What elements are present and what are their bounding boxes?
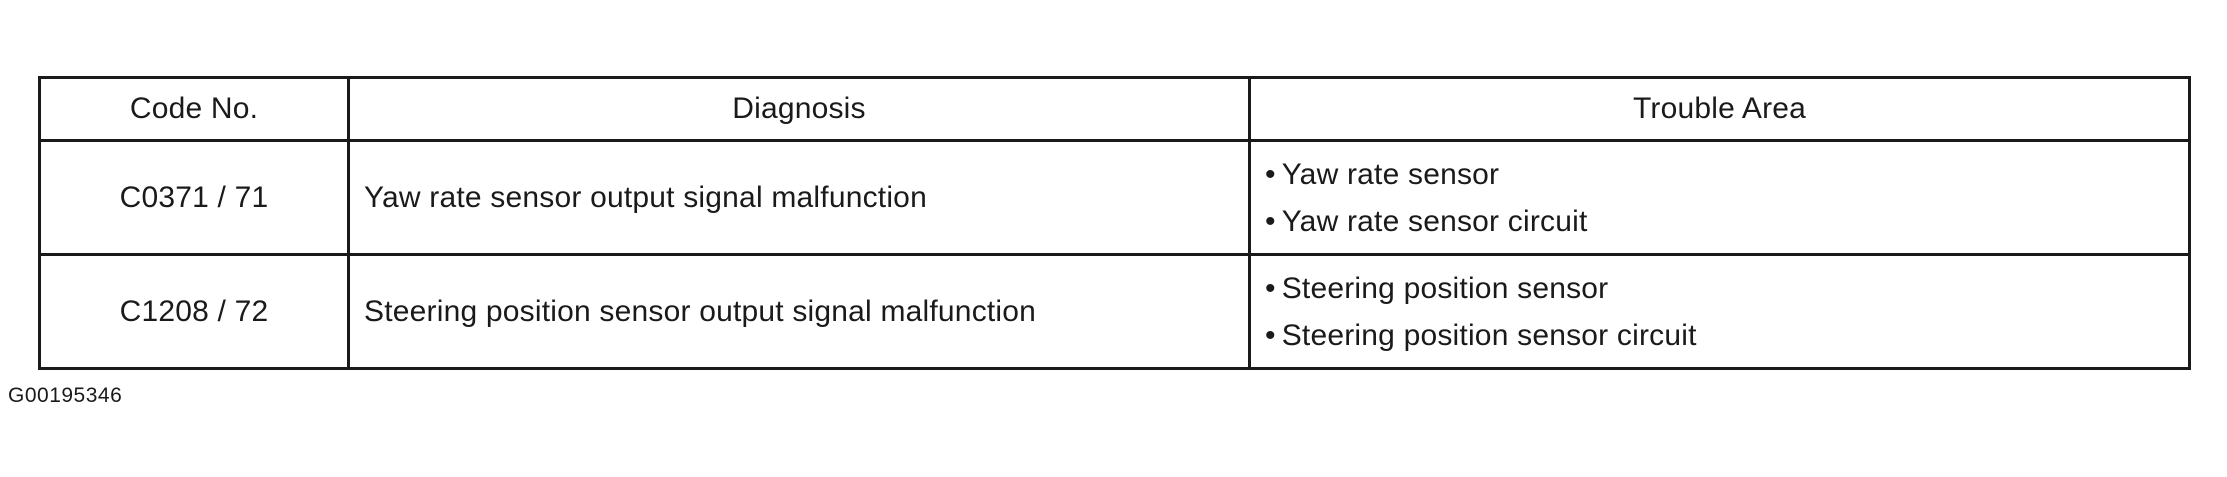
bullet-icon: • [1265, 204, 1276, 238]
list-item: •Steering position sensor circuit [1265, 312, 2188, 359]
table-header-row: Code No. Diagnosis Trouble Area [38, 76, 2191, 142]
list-item: •Yaw rate sensor [1265, 151, 2188, 198]
list-item: •Yaw rate sensor circuit [1265, 198, 2188, 245]
diagnostic-code-table: Code No. Diagnosis Trouble Area C0371 / … [38, 76, 2191, 370]
bullet-icon: • [1265, 157, 1276, 191]
code-cell: C0371 / 71 [38, 139, 350, 256]
trouble-area-list: •Yaw rate sensor •Yaw rate sensor circui… [1265, 151, 2188, 245]
bullet-icon: • [1265, 318, 1276, 352]
trouble-area-text: Steering position sensor circuit [1281, 318, 1697, 352]
trouble-area-list: •Steering position sensor •Steering posi… [1265, 265, 2188, 359]
figure-reference-code: G00195346 [8, 384, 123, 407]
table-row: C1208 / 72 Steering position sensor outp… [38, 253, 2191, 370]
diagnosis-cell: Yaw rate sensor output signal malfunctio… [347, 139, 1251, 256]
diagnosis-cell: Steering position sensor output signal m… [347, 253, 1251, 370]
bullet-icon: • [1265, 271, 1276, 305]
code-cell: C1208 / 72 [38, 253, 350, 370]
trouble-area-cell: •Steering position sensor •Steering posi… [1248, 253, 2191, 370]
diagnostic-code-table-container: Code No. Diagnosis Trouble Area C0371 / … [38, 76, 2191, 370]
header-code-no: Code No. [38, 76, 350, 142]
table-row: C0371 / 71 Yaw rate sensor output signal… [38, 139, 2191, 256]
trouble-area-text: Yaw rate sensor circuit [1281, 204, 1588, 238]
header-trouble-area: Trouble Area [1248, 76, 2191, 142]
list-item: •Steering position sensor [1265, 265, 2188, 312]
trouble-area-cell: •Yaw rate sensor •Yaw rate sensor circui… [1248, 139, 2191, 256]
trouble-area-text: Steering position sensor [1281, 271, 1609, 305]
trouble-area-text: Yaw rate sensor [1281, 157, 1500, 191]
header-diagnosis: Diagnosis [347, 76, 1251, 142]
